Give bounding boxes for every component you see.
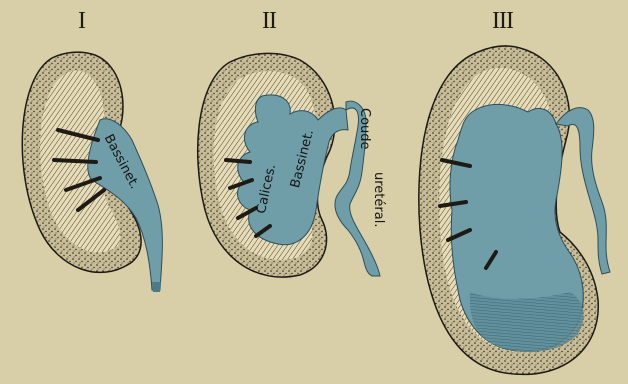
kidney-2 bbox=[198, 53, 380, 277]
kidney-3 bbox=[419, 46, 610, 375]
panel-label-2: II bbox=[262, 8, 276, 35]
kidney-1-ureter-tip bbox=[152, 282, 161, 292]
label-coude: Coude bbox=[357, 108, 372, 150]
panel-label-3: III bbox=[492, 8, 513, 35]
kidney-1 bbox=[22, 52, 162, 292]
panel-label-1: I bbox=[78, 8, 85, 35]
label-ureteral: uretéral. bbox=[371, 172, 386, 227]
